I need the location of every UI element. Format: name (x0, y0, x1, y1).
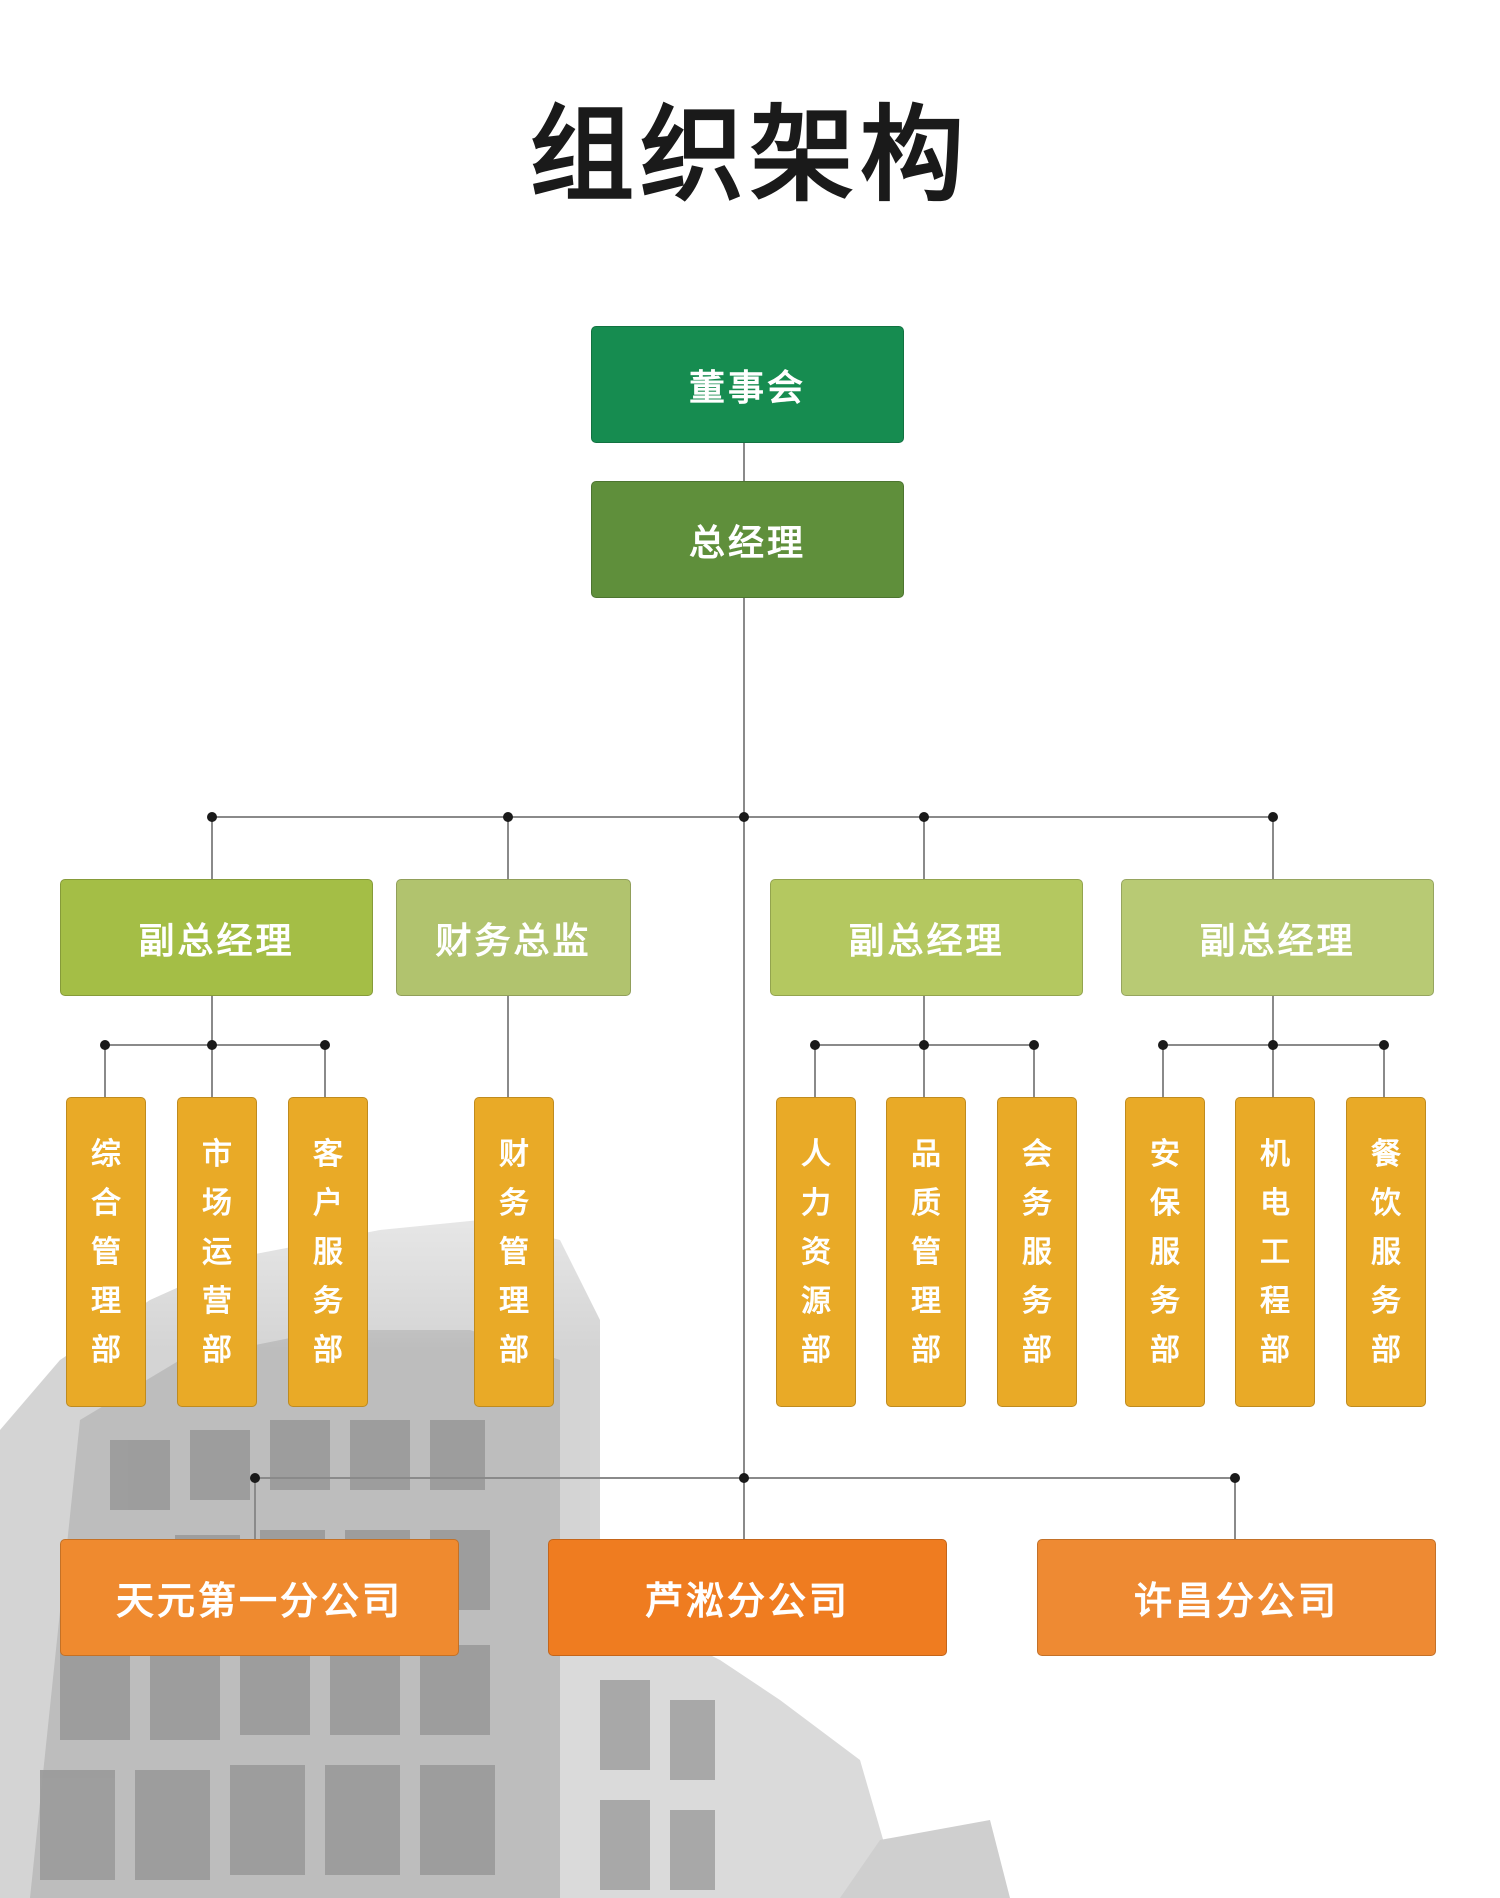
node-vice-gm-3: 副总经理 (1121, 879, 1434, 996)
node-dept-quality: 品质管理部 (886, 1097, 966, 1407)
node-branch-xuchang: 许昌分公司 (1037, 1539, 1436, 1656)
node-board: 董事会 (591, 326, 904, 443)
node-vice-gm-2: 副总经理 (770, 879, 1083, 996)
node-dept-catering: 餐饮服务部 (1346, 1097, 1426, 1407)
node-dept-conference: 会务服务部 (997, 1097, 1077, 1407)
page-title: 组织架构 (529, 94, 970, 216)
node-vice-gm-1: 副总经理 (60, 879, 373, 996)
node-dept-finance: 财务管理部 (474, 1097, 554, 1407)
node-dept-hr: 人力资源部 (776, 1097, 856, 1407)
node-branch-lusong: 芦淞分公司 (548, 1539, 947, 1656)
node-dept-customer-service: 客户服务部 (288, 1097, 368, 1407)
node-dept-mep: 机电工程部 (1235, 1097, 1315, 1407)
node-branch-tianyuan: 天元第一分公司 (60, 1539, 459, 1656)
node-dept-general-admin: 综合管理部 (66, 1097, 146, 1407)
node-dept-security: 安保服务部 (1125, 1097, 1205, 1407)
node-finance-director: 财务总监 (396, 879, 631, 996)
node-dept-market-ops: 市场运营部 (177, 1097, 257, 1407)
node-general-manager: 总经理 (591, 481, 904, 598)
